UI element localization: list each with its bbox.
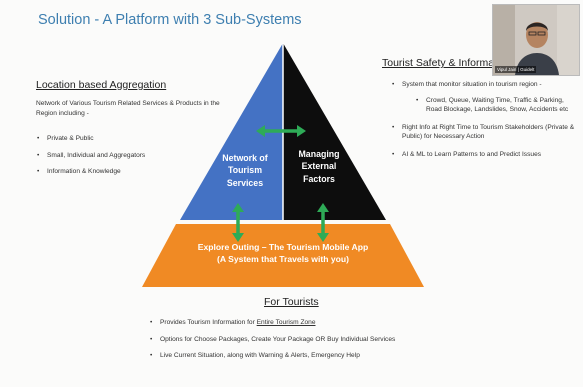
label-line: (A System that Travels with you): [217, 254, 349, 265]
label-line: Managing: [298, 149, 340, 159]
slide-title: Solution - A Platform with 3 Sub-Systems: [38, 12, 302, 28]
left-vertical-double-arrow: [232, 203, 244, 242]
participant-name: Vipul Jain | Guidelt: [495, 66, 537, 73]
right-panel-heading: Tourist Safety & Informat: [382, 57, 497, 69]
right-panel-list: System that monitor situation in tourism…: [392, 80, 578, 167]
list-item: Private & Public: [37, 134, 207, 144]
list-item: Information & Knowledge: [37, 167, 207, 177]
list-item-text: Provides Tourism Information for: [160, 319, 257, 326]
list-item: Live Current Situation, along with Warni…: [150, 351, 480, 361]
bottom-panel-heading: For Tourists: [264, 296, 319, 308]
label-line: External: [301, 161, 337, 172]
label-line: Explore Outing – The Tourism Mobile App: [197, 242, 369, 252]
right-vertical-double-arrow: [317, 203, 329, 242]
list-item: Options for Choose Packages, Create Your…: [150, 335, 480, 345]
horizontal-double-arrow: [256, 125, 306, 137]
list-item: Right Info at Right Time to Tourism Stak…: [392, 123, 578, 142]
tourism-zone-text: Entire Tourism Zone: [256, 319, 316, 326]
bottom-panel-list: Provides Tourism Information for Entire …: [150, 318, 480, 368]
left-panel-intro: Network of Various Tourism Related Servi…: [36, 100, 220, 117]
left-triangle: [180, 43, 283, 220]
sub-list-item: Crowd, Queue, Waiting Time, Traffic & Pa…: [416, 96, 578, 115]
label-line: Network of: [222, 153, 268, 163]
base-trapezoid: [142, 224, 424, 287]
left-panel-heading: Location based Aggregation: [36, 79, 167, 91]
label-line: Services: [226, 177, 264, 188]
label-line: Factors: [303, 173, 335, 184]
right-triangle: [283, 43, 386, 220]
person-avatar-icon: [493, 5, 579, 75]
list-item: AI & ML to Learn Patterns to and Predict…: [392, 150, 578, 160]
list-item-text: System that monitor situation in tourism…: [402, 81, 542, 88]
left-panel-list: Private & Public Small, Individual and A…: [37, 134, 207, 184]
list-item: System that monitor situation in tourism…: [392, 80, 578, 115]
left-triangle-label: Network of Tourism Services: [205, 152, 285, 189]
right-panel-sublist: Crowd, Queue, Waiting Time, Traffic & Pa…: [416, 96, 578, 115]
right-triangle-label: Managing External Factors: [279, 148, 359, 185]
base-label: Explore Outing – The Tourism Mobile App …: [160, 241, 406, 265]
list-item: Small, Individual and Aggregators: [37, 151, 207, 161]
webcam-video-tile[interactable]: Vipul Jain | Guidelt: [492, 4, 580, 76]
list-item: Provides Tourism Information for Entire …: [150, 318, 480, 328]
label-line: Tourism: [227, 165, 263, 176]
